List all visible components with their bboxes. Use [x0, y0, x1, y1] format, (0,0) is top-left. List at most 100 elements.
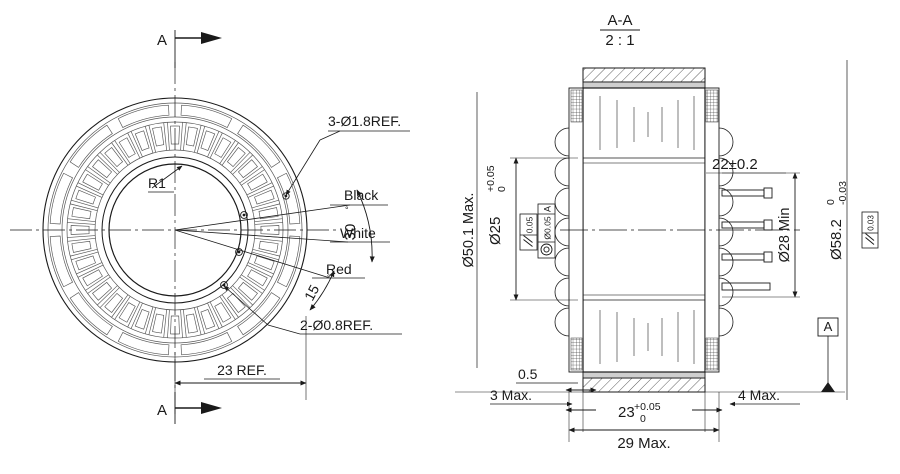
dimension-body-len-upper: +0.05 [634, 401, 661, 413]
dimension-body-len: 23 +0.05 0 [565, 392, 723, 432]
hole-1 [282, 192, 290, 200]
bottom-insulation-band [582, 371, 706, 379]
dimension-outer-upper: 0 [825, 199, 837, 205]
stator-slot [134, 309, 150, 330]
dimension-23-ref-label: 23 REF. [217, 362, 267, 378]
callout-holes-2: 2-Ø0.8REF. [223, 285, 402, 335]
dimension-right-max: 4 Max. [729, 387, 800, 407]
stator-slot [92, 281, 113, 301]
stator-slot [170, 315, 180, 335]
terminal-black [240, 211, 248, 219]
dimension-outer: Ø58.2 0 -0.03 [825, 60, 849, 400]
stator-slot [152, 126, 165, 147]
datum-feature-a: A [817, 317, 839, 392]
outer-ring-segment [237, 292, 281, 336]
section-label-bottom: A [157, 402, 167, 419]
stator-slot [200, 130, 216, 151]
gdt-parallelism-right-tol: 0.03 [867, 215, 876, 231]
concentricity-icon [540, 243, 553, 256]
winding-top-lines [599, 96, 695, 150]
stator-slot [104, 292, 124, 313]
gdt-frame-parallelism-right: 0.03 [861, 211, 879, 249]
dimension-lip-label: 0.5 [518, 366, 538, 382]
dimension-od-max-label: Ø50.1 Max. [461, 193, 477, 268]
stator-slot [258, 207, 279, 220]
stator-slot [237, 159, 258, 179]
dimension-overall-label: 29 Max. [617, 435, 670, 452]
gdt-concentricity-datum: A [543, 206, 553, 212]
dimension-overall: 29 Max. [568, 392, 720, 452]
stator-slot [82, 269, 103, 287]
right-coil-arcs [718, 127, 734, 337]
angle-15-group: 15 ° [301, 270, 335, 311]
stator-slot [185, 126, 198, 147]
section-arrow-top [201, 32, 222, 44]
right-coil-hatch-bottom [705, 337, 719, 371]
stator-slot [71, 240, 92, 253]
outer-ring-segment [277, 172, 301, 225]
dimension-inner-min: Ø28 Min [722, 172, 800, 298]
dimension-right-max-label: 4 Max. [738, 387, 780, 403]
outer-ring-segment [49, 172, 73, 225]
callout-radius: R1 [148, 165, 183, 193]
gdt-concentricity-tol: Ø0.05 [543, 216, 553, 239]
stator-slot [214, 302, 232, 323]
section-title-scale: 2 : 1 [605, 32, 634, 49]
terminal-white-center [237, 250, 241, 254]
angle-30-value: 30 [342, 224, 359, 241]
stator-slot [254, 255, 275, 271]
top-cap-section [582, 67, 706, 83]
dimension-body-len-base: 23 [618, 404, 635, 421]
angle-30-arc [356, 189, 375, 263]
callout-wire-black: Black [174, 187, 388, 231]
dimension-23-ref: 23 REF. [174, 316, 307, 400]
stator-slot [200, 309, 216, 330]
outer-ring-segment [117, 332, 170, 356]
top-insulation-band [582, 81, 706, 89]
outer-ring-segment [69, 292, 113, 336]
callout-holes-2-label: 2-Ø0.8REF. [300, 317, 373, 333]
stator-slot [185, 313, 198, 334]
gdt-frame-concentricity: Ø0.05 A [537, 203, 556, 259]
section-title-name: A-A [607, 12, 632, 29]
stator-slot [260, 225, 280, 235]
parallelism-icon-right [865, 233, 875, 245]
stator-slot [82, 173, 103, 191]
terminal-white [235, 248, 243, 256]
stator-slot [71, 207, 92, 220]
left-coil-arcs [554, 127, 570, 337]
dimension-outer-base: Ø58.2 [828, 219, 845, 260]
dimension-body-len-lower: 0 [640, 413, 646, 425]
dimension-bore-upper: +0.05 [485, 165, 497, 192]
angle-15-unit: ° [327, 273, 331, 283]
stator-slot [70, 225, 90, 235]
dimension-left-max: 3 Max. [490, 387, 573, 407]
dimension-od-max: Ø50.1 Max. [461, 92, 478, 368]
stator-slot [104, 147, 124, 168]
section-view-a-a: Ø50.1 Max. Ø25 +0.05 0 0.05 [455, 60, 879, 452]
angle-15-value: 15 [301, 282, 323, 303]
left-coil-hatch-bottom [570, 337, 583, 371]
bottom-cap-section [582, 377, 706, 393]
callout-radius-label: R1 [148, 175, 166, 191]
stator-slot [134, 130, 150, 151]
stator-slot [247, 269, 268, 287]
stator-slot [226, 292, 246, 313]
stator-slot [226, 147, 246, 168]
stator-slot [247, 173, 268, 191]
section-label-top: A [157, 32, 167, 49]
stator-slot [75, 189, 96, 205]
outer-ring-segment [237, 124, 281, 168]
stator-slot [237, 281, 258, 301]
stator-slot [118, 302, 136, 323]
outer-ring-segment [49, 235, 73, 288]
dimension-left-max-label: 3 Max. [490, 387, 532, 403]
left-coil-hatch-top [570, 89, 583, 123]
dimension-bore-base: Ø25 [487, 217, 504, 245]
front-circular-view: A A R1 3-Ø1.8REF. Black [10, 30, 410, 424]
dimension-bore: Ø25 +0.05 0 [485, 157, 578, 301]
section-arrow-bottom [201, 402, 222, 414]
outer-ring-segment [277, 235, 301, 288]
